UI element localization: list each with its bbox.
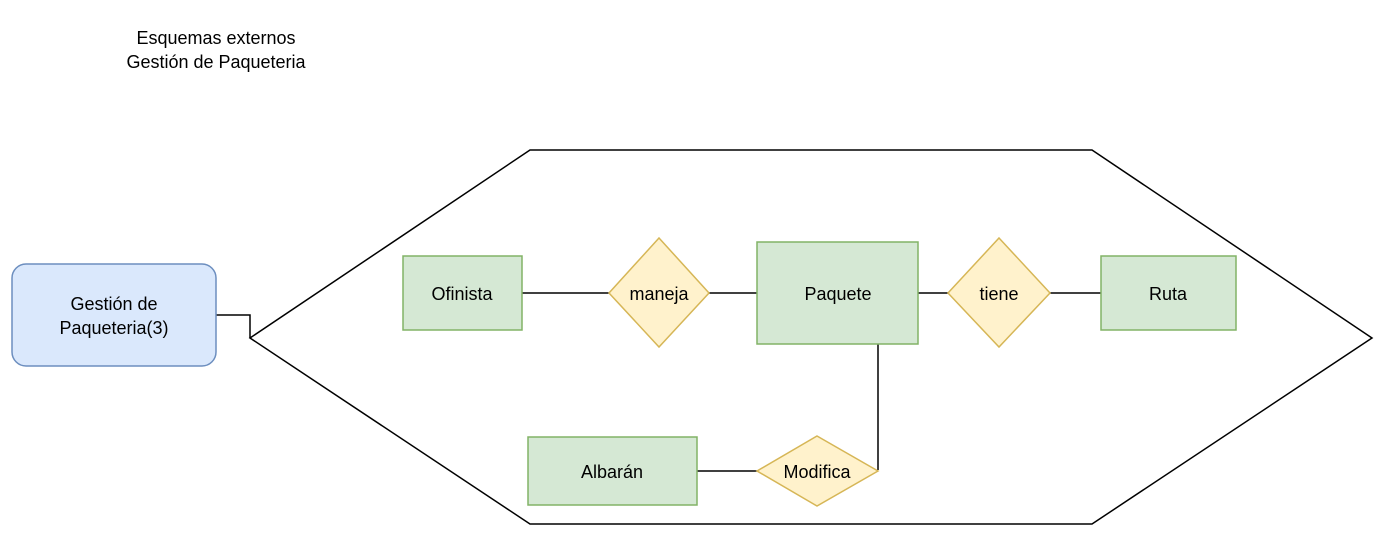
entity-ruta[interactable]: Ruta [1100, 255, 1237, 331]
view-box-gestion-paqueteria[interactable]: Gestión de Paqueteria(3) [11, 263, 217, 367]
view-box-label-line1: Gestión de [70, 294, 157, 314]
view-box-label-line2: Paqueteria(3) [59, 318, 168, 338]
entity-albaran-label: Albarán [581, 462, 643, 482]
entity-ruta-label: Ruta [1149, 284, 1188, 304]
diagram-title-line2: Gestión de Paqueteria [126, 52, 306, 72]
relationship-maneja-label: maneja [629, 284, 689, 304]
entity-ofinista[interactable]: Ofinista [402, 255, 523, 331]
view-connector-line [216, 314, 251, 338]
relationship-tiene-label: tiene [979, 284, 1018, 304]
entity-ofinista-label: Ofinista [431, 284, 493, 304]
relationship-modifica[interactable]: Modifica [755, 435, 880, 507]
entity-albaran[interactable]: Albarán [527, 436, 698, 506]
schema-hexagon[interactable] [248, 149, 1374, 525]
relationship-tiene[interactable]: tiene [946, 236, 1052, 349]
relationship-modifica-label: Modifica [783, 462, 851, 482]
relationship-maneja[interactable]: maneja [607, 236, 711, 349]
entity-paquete[interactable]: Paquete [756, 241, 919, 345]
entity-paquete-label: Paquete [804, 284, 871, 304]
diagram-title-line1: Esquemas externos [136, 28, 295, 48]
